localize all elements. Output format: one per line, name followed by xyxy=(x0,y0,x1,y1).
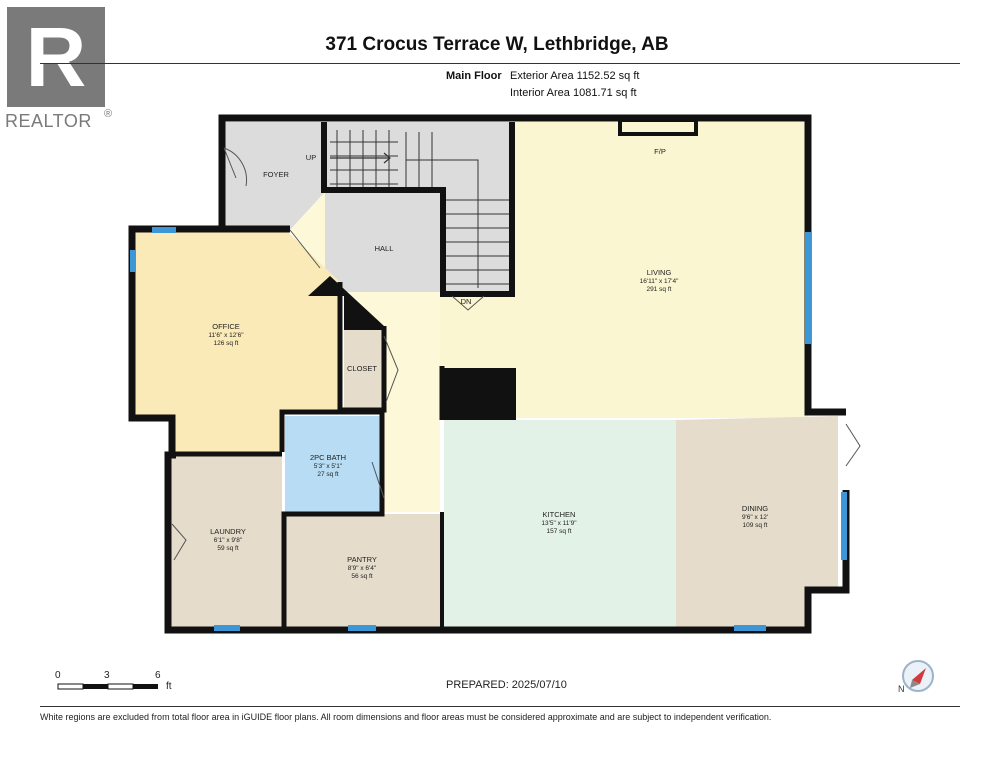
stairs-area[interactable] xyxy=(325,122,515,292)
floor-label: Main Floor xyxy=(446,70,502,82)
scale-bar xyxy=(57,683,158,690)
fireplace-label: F/P xyxy=(654,147,666,156)
compass-label: N xyxy=(898,684,905,694)
windows xyxy=(130,227,847,631)
closet-label: CLOSET xyxy=(347,364,377,373)
office-label: OFFICE xyxy=(212,322,240,331)
laundry-label: LAUNDRY xyxy=(210,527,246,536)
kitchen-area[interactable] xyxy=(444,420,676,628)
stairs-down-label: DN xyxy=(461,297,472,306)
office-dims: 11'6" x 12'6" xyxy=(208,332,244,339)
wall-notch xyxy=(308,276,384,330)
dining-area[interactable] xyxy=(676,416,838,628)
living-label: LIVING xyxy=(647,268,672,277)
pantry-area[interactable] xyxy=(286,514,440,628)
foyer-area[interactable] xyxy=(224,122,325,230)
structural-column xyxy=(440,368,516,420)
scale-label-3: 3 xyxy=(104,670,110,681)
kitchen-area: 157 sq ft xyxy=(547,528,572,535)
door-swings xyxy=(171,147,861,561)
living-area: 291 sq ft xyxy=(647,286,672,293)
stair-treads xyxy=(330,130,510,285)
closet-area[interactable] xyxy=(344,328,382,408)
stair-down-arrow xyxy=(406,159,479,288)
compass-icon xyxy=(902,660,934,692)
fireplace xyxy=(618,118,698,136)
pantry-label: PANTRY xyxy=(347,555,377,564)
prepared-date: PREPARED: 2025/07/10 xyxy=(446,679,567,691)
realtor-logo-mark: ® xyxy=(104,108,113,120)
office-area: 126 sq ft xyxy=(214,340,239,347)
dining-dims: 9'6" x 12' xyxy=(742,514,768,521)
realtor-logo-text: REALTOR xyxy=(5,111,92,131)
realtor-logo-letter: R xyxy=(25,10,87,104)
kitchen-dims: 13'5" x 11'9" xyxy=(541,520,577,527)
header-divider xyxy=(40,63,960,64)
foyer-label: FOYER xyxy=(263,170,289,179)
disclaimer-text: White regions are excluded from total fl… xyxy=(40,712,772,722)
scale-label-6: 6 xyxy=(155,670,161,681)
living-area[interactable] xyxy=(440,122,808,418)
realtor-logo-box: R xyxy=(7,7,105,107)
bath-area[interactable] xyxy=(285,416,381,512)
dining-label: DINING xyxy=(742,504,768,513)
pantry-area: 56 sq ft xyxy=(351,573,373,580)
exterior-area: Exterior Area 1152.52 sq ft xyxy=(510,70,640,82)
bath-label: 2PC BATH xyxy=(310,453,346,462)
stairs-up-label: UP xyxy=(306,153,316,162)
laundry-area: 59 sq ft xyxy=(217,545,239,552)
stair-up-arrow xyxy=(330,152,391,164)
interior-area: Interior Area 1081.71 sq ft xyxy=(510,87,637,99)
pantry-dims: 8'9" x 6'4" xyxy=(348,565,377,572)
footer-divider xyxy=(40,706,960,707)
living-dims: 16'11" x 17'4" xyxy=(640,278,679,285)
realtor-logo: R REALTOR ® xyxy=(0,0,120,140)
kitchen-label: KITCHEN xyxy=(543,510,576,519)
walls xyxy=(128,114,850,634)
bath-area: 27 sq ft xyxy=(317,471,339,478)
scale-label-0: 0 xyxy=(55,670,61,681)
scale-unit: ft xyxy=(166,681,172,692)
hall-label: HALL xyxy=(375,244,394,253)
bath-dims: 5'3" x 5'1" xyxy=(314,463,343,470)
dining-area: 109 sq ft xyxy=(743,522,768,529)
office-area[interactable] xyxy=(134,232,340,452)
laundry-area[interactable] xyxy=(170,456,282,628)
laundry-dims: 6'1" x 9'8" xyxy=(214,537,243,544)
page-title: 371 Crocus Terrace W, Lethbridge, AB xyxy=(325,34,669,55)
